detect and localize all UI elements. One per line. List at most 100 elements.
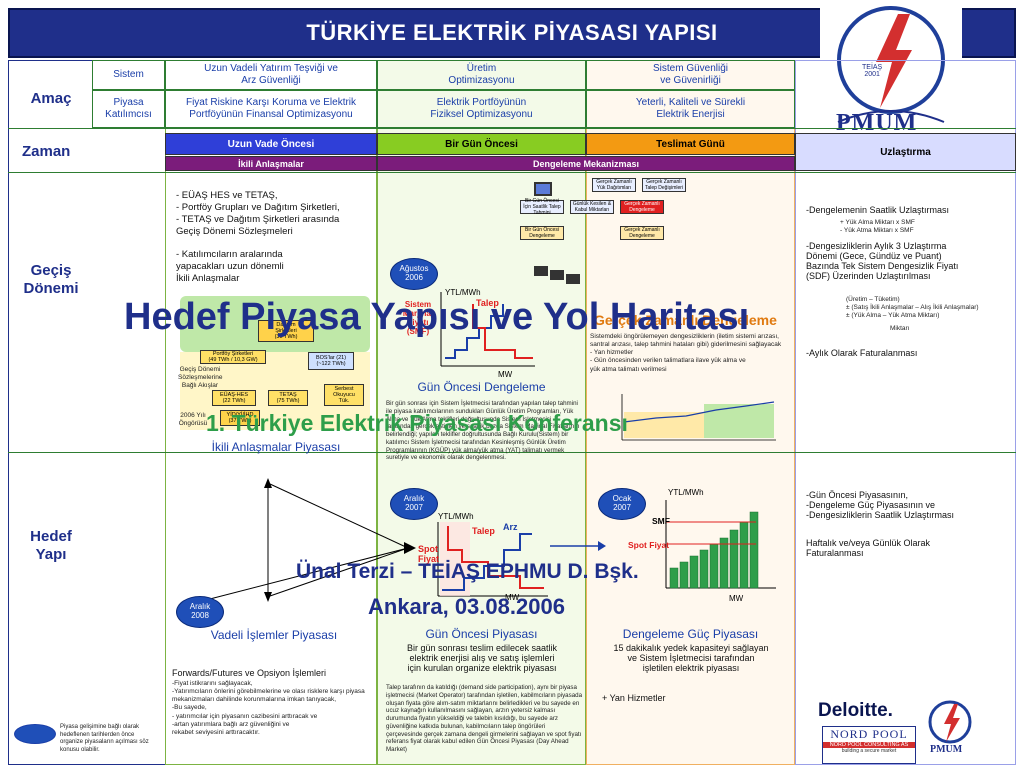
- amac-sistem-label: Sistem: [92, 60, 165, 90]
- phase-uzun-vade: Uzun Vade Öncesi: [165, 133, 377, 155]
- gecis-dengeleme-curve: [621, 394, 776, 441]
- flow-gercek-yuk: Gerçek Zamanlı Yük Dağıtımları: [592, 178, 636, 192]
- gecis-col1-caption: İkili Anlaşmalar Piyasası: [211, 440, 341, 454]
- diagram-euas: EÜAŞ-HES (22 TWh): [212, 390, 256, 406]
- nordpool-tagline: building a secure market: [841, 748, 897, 754]
- hedef-col2-caption: Gün Öncesi Piyasası: [425, 627, 538, 641]
- flow-bir-gun-dengeleme: Bir Gün Öncesi Dengeleme: [520, 226, 564, 240]
- teias-small-emblem-icon: [928, 700, 972, 744]
- hedef-col2-subcaption: Bir gün sonrası teslim edilecek saatlik …: [406, 643, 558, 673]
- hedef-col3-text: + Yan Hizmetler: [602, 693, 666, 703]
- badge-agustos-2006: Ağustos 2006: [390, 258, 438, 290]
- gecis-axis-y: YTL/MWh: [445, 288, 481, 297]
- diagram-yid: YİD/Yİ/İHD (37 TWh): [220, 410, 260, 426]
- hedef-gop-spot: Spot Fiyat: [418, 544, 440, 564]
- hedef-dgp-smf: SMF: [652, 516, 670, 526]
- pmum-text: PMUM: [836, 110, 918, 136]
- gecis-flow-diagram: Dağıtım Şirketleri (33 TWh) Portföy Şirk…: [176, 292, 374, 434]
- badge-ocak-2007-text: Ocak 2007: [612, 494, 632, 512]
- flow-computers-icon: [534, 182, 580, 284]
- hedef-col4-text1: -Gün Öncesi Piyasasının, -Dengeleme Güç …: [806, 490, 955, 520]
- gecis-axis-x: MW: [498, 370, 513, 379]
- flow-kesilen: Günlük Kesilen & Kabul Miktarları: [570, 200, 614, 214]
- gecis-talep-label: Talep: [476, 298, 499, 308]
- lane-uzlastirma: [795, 60, 1016, 765]
- badge-ocak-2007: Ocak 2007: [598, 488, 646, 520]
- hedef-gop-axis-x: MW: [505, 593, 520, 602]
- amac-katilimci-1: Fiyat Riskine Karşı Koruma ve Elektrik P…: [165, 90, 377, 128]
- phase-bir-gun: Bir Gün Öncesi: [377, 133, 586, 155]
- legend-oval-icon: [14, 724, 56, 744]
- hedef-gop-talep: Talep: [472, 526, 495, 536]
- gecis-col4-sub3: Miktarı: [890, 325, 910, 332]
- hedef-col1-heading: Forwards/Futures ve Opsiyon İşlemleri: [172, 668, 327, 678]
- diagram-serbest: Serbest Okuyucu Tük.: [324, 384, 364, 406]
- flow-gercek-talep: Gerçek Zamanlı Talep Değişimleri: [642, 178, 686, 192]
- gecis-col2-caption: Gün Öncesi Dengeleme: [417, 380, 546, 394]
- overlay-headline: Hedef Piyasa Yapısı ve Yol Haritası: [124, 296, 750, 338]
- overlay-place-date: Ankara, 03.08.2006: [368, 594, 565, 619]
- amac-sistem-1: Uzun Vadeli Yatırım Teşviği ve Arz Güven…: [165, 60, 377, 90]
- mechanism-dengeleme: Dengeleme Mekanizması: [377, 156, 795, 171]
- badge-aralik-2007: Aralık 2007: [390, 488, 438, 520]
- nordpool-sub: NORD POOL CONSULTING AS: [823, 742, 915, 748]
- hedef-gop-axis-y: YTL/MWh: [438, 512, 474, 521]
- gecis-col4-sub1: + Yük Alma Miktarı x SMF - Yük Atma Mikt…: [840, 219, 915, 235]
- row-label-gecis: Geçiş Dönemi: [23, 262, 79, 297]
- flow-talep-tahmini: Bir Gün Öncesi İçin Saatlik Talep Tahmin…: [520, 198, 564, 216]
- lane-bir-gun: [377, 60, 586, 765]
- hedef-gop-arz: Arz: [503, 522, 518, 532]
- diagram-gecis-label: Geçiş Dönemi Sözleşmelerine Bağlı Akışla…: [178, 366, 223, 390]
- badge-aralik-2007-text: Aralık 2007: [403, 494, 425, 512]
- badge-aralik-2008: Aralık 2008: [176, 596, 224, 628]
- hedef-dgp-spot: Spot Fiyat: [628, 540, 670, 550]
- hedef-col4-text2: Haftalık ve/veya Günlük Olarak Faturalan…: [806, 538, 931, 558]
- gecis-ikili-text: - EÜAŞ HES ve TETAŞ, - Portföy Grupları …: [176, 190, 340, 285]
- title-text: TÜRKİYE ELEKTRİK PİYASASI YAPISI: [306, 20, 718, 45]
- diagram-portfoy: Portföy Şirketleri (49 TWh / 10,3 GW): [200, 350, 266, 364]
- amac-katilimci-2: Elektrik Portföyünün Fiziksel Optimizasy…: [377, 90, 586, 128]
- row-divider: [8, 128, 1016, 129]
- badge-agustos-2006-text: Ağustos 2006: [399, 264, 429, 282]
- mechanism-ikili: İkili Anlaşmalar: [165, 156, 377, 171]
- gecis-col4-text1: -Dengelemenin Saatlik Uzlaştırması: [806, 205, 950, 215]
- hedef-dgp-axis-x: MW: [729, 594, 744, 603]
- phase-teslimat: Teslimat Günü: [586, 133, 795, 155]
- pmum-small-text: PMUM: [930, 744, 963, 755]
- phase-uzlastirma: Uzlaştırma: [795, 133, 1016, 171]
- hedef-col3-subcaption: 15 dakikalık yedek kapasiteyi sağlayan v…: [613, 643, 769, 673]
- diagram-year-label: 2006 Yılı Öngörüsü: [178, 412, 208, 428]
- row-label-zaman: Zaman: [22, 143, 71, 160]
- overlay-speaker: Ünal Terzi – TEİAŞ EPHMU D. Bşk.: [296, 560, 639, 583]
- row-label-hedef: Hedef Yapı: [30, 528, 72, 563]
- overlay-conference: 1. Türkiye Elektrik Piyasası Konferansı: [206, 410, 628, 436]
- pmum-small-logo: PMUM: [922, 698, 978, 762]
- gecis-col4-sub2: (Üretim – Tüketim) ± (Satış İkili Anlaşm…: [846, 296, 979, 320]
- row-divider: [8, 452, 1016, 453]
- hedef-col1-caption: Vadeli İşlemler Piyasası: [210, 628, 338, 642]
- hedef-col2-text: Talep tarafının da katıldığı (demand sid…: [386, 684, 583, 753]
- diagram-bos: BOS'lar (21) (~122 TWh): [308, 352, 354, 370]
- amac-katilimci-3: Yeterli, Kaliteli ve Sürekli Elektrik En…: [586, 90, 795, 128]
- flow-gercek-dengeleme-red: Gerçek Zamanlı Dengeleme: [620, 200, 664, 214]
- hedef-market-arrows: [205, 478, 416, 602]
- hedef-dgp-chart: [665, 500, 776, 589]
- hedef-col1-text: -Fiyat istikrarını sağlayacak, -Yatırımc…: [172, 680, 365, 736]
- gecis-col2-text: Bir gün sonrası için Sistem İşletmecisi …: [386, 400, 580, 462]
- teias-text: TEİAŞ 2001: [862, 64, 883, 78]
- gecis-col4-text3: -Aylık Olarak Faturalanması: [806, 348, 918, 358]
- gecis-dengeleme-chart: [440, 292, 535, 367]
- badge-aralik-2008-text: Aralık 2008: [189, 602, 211, 620]
- hedef-gop-chart: [437, 522, 548, 597]
- gecis-col4-text2: -Dengesizliklerin Aylık 3 Uzlaştırma Dön…: [806, 241, 959, 281]
- amac-sistem-3: Sistem Güvenliği ve Güvenirliği: [586, 60, 795, 90]
- nordpool-logo: NORD POOL NORD POOL CONSULTING AS buildi…: [822, 726, 916, 764]
- row-divider: [8, 172, 1016, 173]
- amac-sistem-2: Üretim Optimizasyonu: [377, 60, 586, 90]
- amac-katilimci-label: Piyasa Katılımcısı: [92, 90, 165, 128]
- hedef-dgp-axis-y: YTL/MWh: [668, 488, 704, 497]
- diagram-tetas: TETAŞ (75 TWh): [268, 390, 308, 406]
- gecis-col3-title: Gerçek Zamanlı Dengeleme: [594, 312, 777, 328]
- deloitte-logo: Deloitte.: [818, 700, 893, 721]
- gop-to-dgp-arrow: [550, 541, 606, 551]
